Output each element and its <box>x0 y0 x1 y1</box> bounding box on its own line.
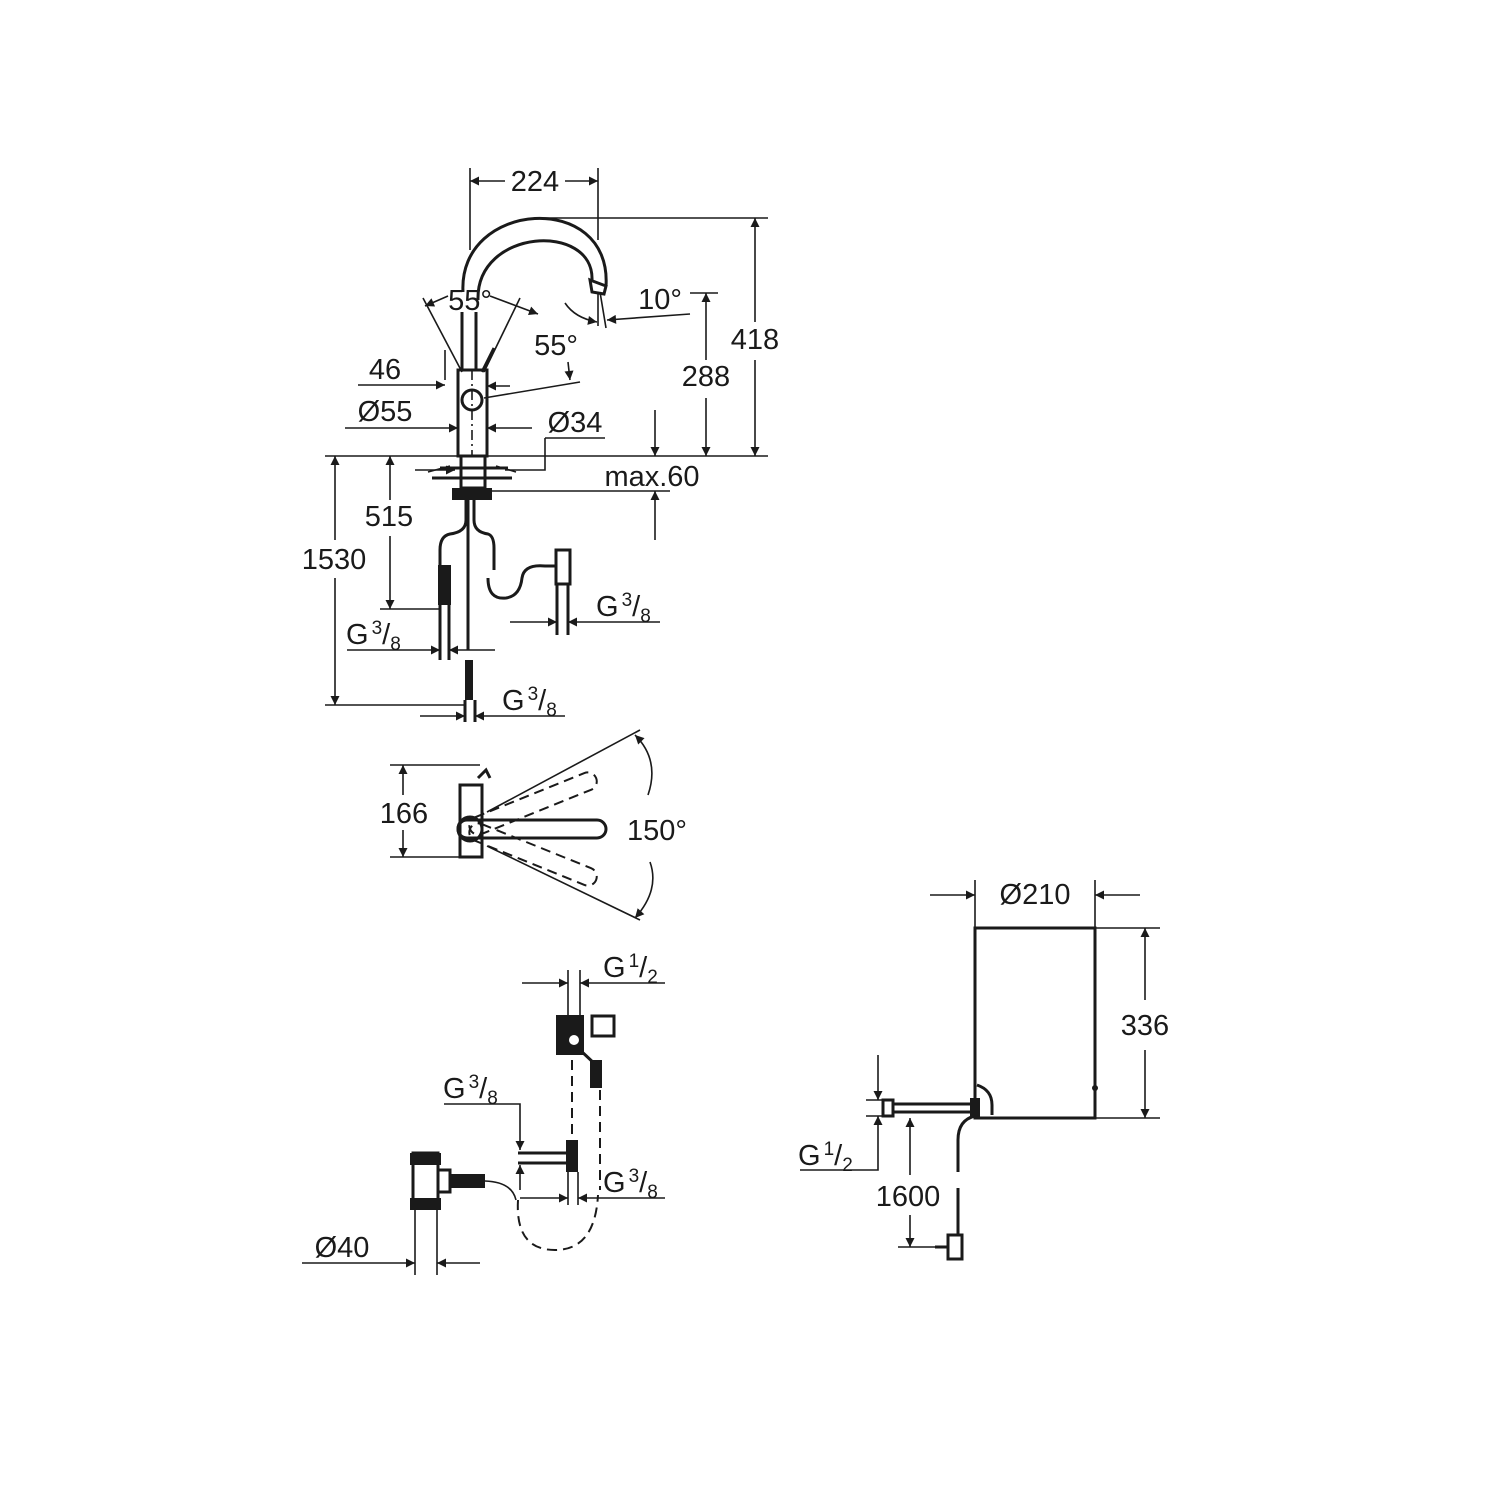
dim-lever-angle-left: 55° <box>448 285 492 317</box>
dim-spout-tilt: 10° <box>638 284 682 316</box>
dim-lever-angle-right: 55° <box>534 330 578 362</box>
dim-spout-reach: 224 <box>511 166 559 198</box>
dim-deck-thickness: max.60 <box>604 461 699 493</box>
dim-hose-long: 1530 <box>302 544 367 576</box>
valve-block <box>556 1015 584 1055</box>
angle-valve <box>554 548 572 586</box>
dim-total-height: 418 <box>731 324 779 356</box>
faucet-elevation-view: 224 418 288 10° 55° 55° 46 Ø55 Ø34 <box>302 166 779 722</box>
power-plug <box>946 1233 964 1261</box>
dim-mount-hole: Ø34 <box>548 407 603 439</box>
dim-drain-diameter: Ø40 <box>315 1232 370 1264</box>
hose-left <box>438 500 468 600</box>
mounting-nut <box>452 488 492 500</box>
spout-inner <box>476 239 594 301</box>
unit-cylinder <box>973 926 1097 1120</box>
dim-lever-offset: 46 <box>369 354 401 386</box>
dim-swivel-angle: 150° <box>627 815 687 847</box>
dim-unit-height: 336 <box>1121 1010 1169 1042</box>
dim-unit-diameter: Ø210 <box>1000 879 1071 911</box>
dim-cable-length: 1600 <box>876 1181 941 1213</box>
hose-right-bend <box>486 564 556 600</box>
dim-spout-height: 288 <box>682 361 730 393</box>
dim-body-diameter: Ø55 <box>358 396 413 428</box>
spout-outline <box>461 216 608 293</box>
aerator <box>588 277 608 296</box>
dim-hose-short: 515 <box>365 501 413 533</box>
power-cable <box>956 1114 976 1172</box>
faucet-plan-view: 150° 166 <box>380 729 687 921</box>
dim-plan-width: 166 <box>380 798 428 830</box>
